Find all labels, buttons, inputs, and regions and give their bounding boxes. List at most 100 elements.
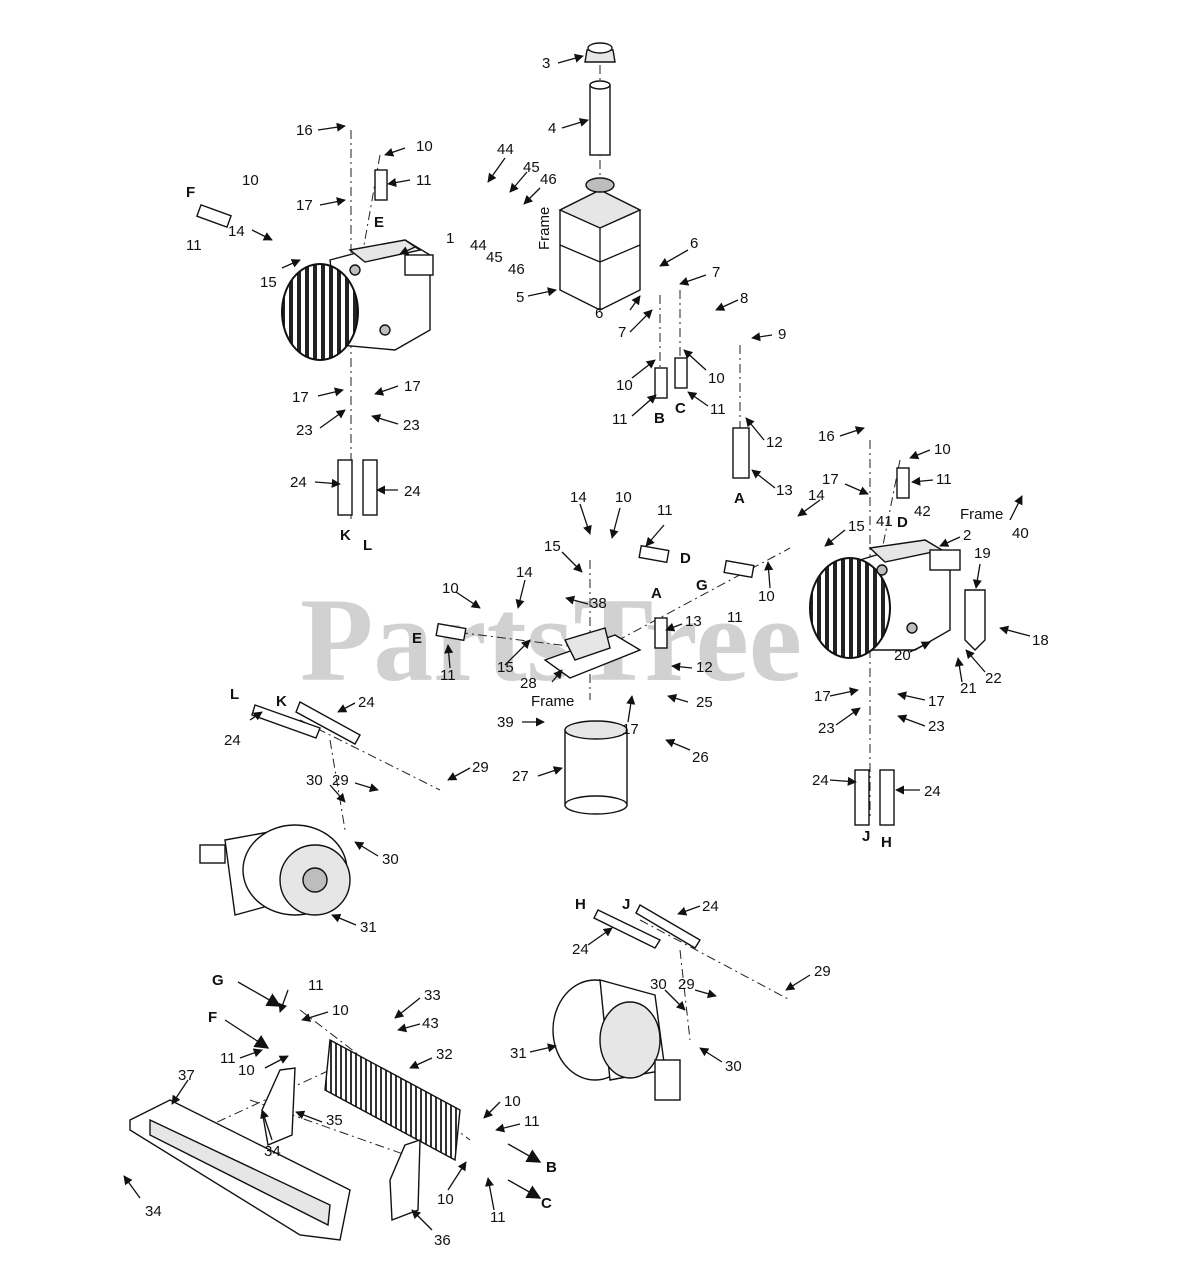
callout[interactable]: 15 [848, 518, 865, 535]
callout[interactable]: 10 [442, 580, 459, 597]
callout[interactable]: 25 [696, 694, 713, 711]
callout[interactable]: 24 [812, 772, 829, 789]
callout[interactable]: 9 [778, 326, 786, 343]
callout[interactable]: 4 [548, 120, 556, 137]
callout[interactable]: 10 [616, 377, 633, 394]
callout[interactable]: 43 [422, 1015, 439, 1032]
callout[interactable]: 44 [470, 237, 487, 254]
callout[interactable]: 11 [490, 1209, 506, 1226]
callout[interactable]: 17 [814, 688, 831, 705]
callout[interactable]: 30 [306, 772, 323, 789]
callout[interactable]: 10 [708, 370, 725, 387]
callout[interactable]: 17 [296, 197, 313, 214]
callout[interactable]: 12 [696, 659, 713, 676]
callout[interactable]: 46 [508, 261, 525, 278]
callout[interactable]: 6 [690, 235, 698, 252]
callout[interactable]: 24 [702, 898, 719, 915]
callout[interactable]: 31 [360, 919, 377, 936]
callout[interactable]: 33 [424, 987, 441, 1004]
callout[interactable]: 15 [260, 274, 277, 291]
callout[interactable]: 10 [437, 1191, 454, 1208]
callout[interactable]: 45 [486, 249, 503, 266]
callout[interactable]: 16 [818, 428, 835, 445]
callout[interactable]: 13 [776, 482, 793, 499]
callout[interactable]: 10 [615, 489, 632, 506]
callout[interactable]: 11 [727, 609, 743, 626]
callout[interactable]: 38 [590, 595, 607, 612]
callout[interactable]: 17 [822, 471, 839, 488]
callout[interactable]: 14 [228, 223, 245, 240]
callout[interactable]: 34 [264, 1143, 281, 1160]
callout[interactable]: 19 [974, 545, 991, 562]
callout[interactable]: 29 [814, 963, 831, 980]
callout[interactable]: 26 [692, 749, 709, 766]
callout[interactable]: 10 [934, 441, 951, 458]
callout[interactable]: 3 [542, 55, 550, 72]
callout[interactable]: 46 [540, 171, 557, 188]
callout[interactable]: 10 [332, 1002, 349, 1019]
callout[interactable]: 31 [510, 1045, 527, 1062]
callout[interactable]: 16 [296, 122, 313, 139]
callout[interactable]: 27 [512, 768, 529, 785]
callout[interactable]: 17 [404, 378, 421, 395]
callout[interactable]: 14 [808, 487, 825, 504]
callout[interactable]: 28 [520, 675, 537, 692]
callout[interactable]: 24 [224, 732, 241, 749]
callout[interactable]: 23 [296, 422, 313, 439]
callout[interactable]: 23 [403, 417, 420, 434]
callout[interactable]: 24 [572, 941, 589, 958]
callout[interactable]: 10 [416, 138, 433, 155]
callout[interactable]: 13 [685, 613, 702, 630]
callout[interactable]: 17 [292, 389, 309, 406]
callout[interactable]: 29 [332, 772, 349, 789]
callout[interactable]: 34 [145, 1203, 162, 1220]
callout[interactable]: 14 [570, 489, 587, 506]
callout[interactable]: 22 [985, 670, 1002, 687]
callout[interactable]: 11 [657, 502, 673, 519]
callout[interactable]: 44 [497, 141, 514, 158]
callout[interactable]: 30 [650, 976, 667, 993]
callout[interactable]: 30 [725, 1058, 742, 1075]
callout[interactable]: 15 [497, 659, 514, 676]
callout[interactable]: 20 [894, 647, 911, 664]
callout[interactable]: 36 [434, 1232, 451, 1249]
callout[interactable]: 29 [678, 976, 695, 993]
callout[interactable]: 35 [326, 1112, 343, 1129]
callout[interactable]: 40 [1012, 525, 1029, 542]
callout[interactable]: 12 [766, 434, 783, 451]
callout[interactable]: 41 [876, 513, 893, 530]
callout[interactable]: 17 [928, 693, 945, 710]
callout[interactable]: 11 [936, 471, 952, 488]
callout[interactable]: 23 [928, 718, 945, 735]
callout[interactable]: 10 [238, 1062, 255, 1079]
callout[interactable]: 2 [963, 527, 971, 544]
callout[interactable]: 18 [1032, 632, 1049, 649]
callout[interactable]: 10 [242, 172, 259, 189]
callout[interactable]: 8 [740, 290, 748, 307]
callout[interactable]: 10 [504, 1093, 521, 1110]
callout[interactable]: 17 [622, 721, 639, 738]
callout[interactable]: 24 [358, 694, 375, 711]
callout[interactable]: 14 [516, 564, 533, 581]
callout[interactable]: 23 [818, 720, 835, 737]
callout[interactable]: 11 [710, 401, 726, 418]
callout[interactable]: 1 [446, 230, 454, 247]
callout[interactable]: 6 [595, 305, 603, 322]
callout[interactable]: 5 [516, 289, 524, 306]
callout[interactable]: 11 [220, 1050, 236, 1067]
callout[interactable]: 11 [416, 172, 432, 189]
callout[interactable]: 24 [290, 474, 307, 491]
callout[interactable]: 30 [382, 851, 399, 868]
callout[interactable]: 29 [472, 759, 489, 776]
callout[interactable]: 45 [523, 159, 540, 176]
callout[interactable]: 24 [924, 783, 941, 800]
callout[interactable]: 11 [524, 1113, 540, 1130]
callout[interactable]: 11 [186, 237, 202, 254]
callout[interactable]: 15 [544, 538, 561, 555]
callout[interactable]: 32 [436, 1046, 453, 1063]
callout[interactable]: 24 [404, 483, 421, 500]
callout[interactable]: 10 [758, 588, 775, 605]
callout[interactable]: 42 [914, 503, 931, 520]
callout[interactable]: 39 [497, 714, 514, 731]
callout[interactable]: 7 [618, 324, 626, 341]
